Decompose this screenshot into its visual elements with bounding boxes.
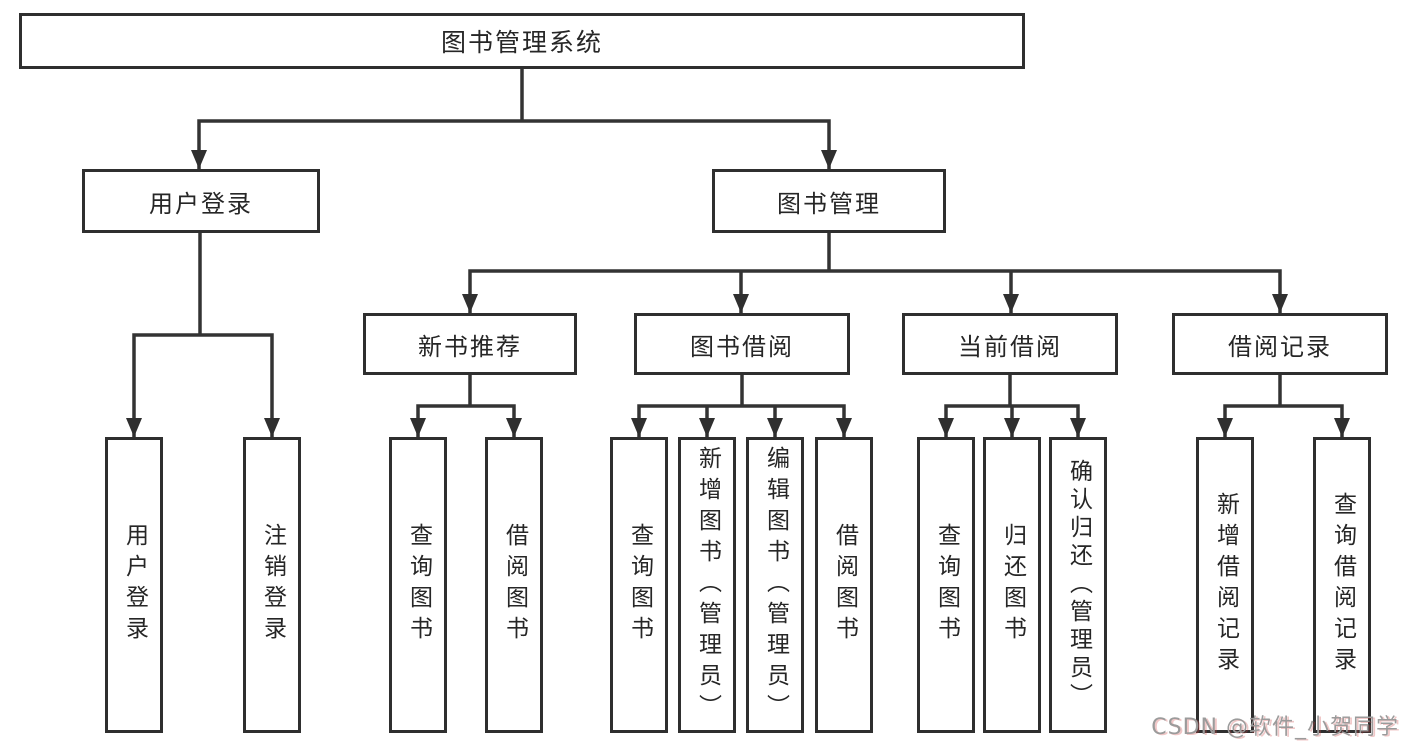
connector-borrow-records-children	[1223, 375, 1344, 437]
leaf-borrow-books-recommend: 借阅图书	[485, 437, 543, 733]
connector-book-mgmt-children	[468, 233, 1282, 313]
csdn-watermark: CSDN @软件_小贺同学	[1151, 715, 1399, 740]
node-label: 借阅图书	[831, 523, 858, 647]
node-label: 新增图书（管理员）	[694, 445, 721, 725]
leaf-edit-books-admin: 编辑图书（管理员）	[746, 437, 804, 733]
node-current-borrowing: 当前借阅	[902, 313, 1118, 375]
node-label: 确认归还（管理员）	[1065, 459, 1092, 711]
arrowhead	[410, 418, 426, 437]
leaf-user-login: 用户登录	[105, 437, 163, 733]
node-label: 借阅记录	[1228, 332, 1332, 361]
leaf-query-books-current: 查询图书	[917, 437, 975, 733]
arrowhead	[1334, 418, 1350, 437]
arrowhead	[1272, 294, 1288, 313]
arrowheads	[126, 150, 1350, 437]
node-library-management-system: 图书管理系统	[19, 13, 1025, 69]
arrowhead	[1217, 418, 1233, 437]
leaf-query-books-borrow: 查询图书	[610, 437, 668, 733]
leaf-add-books-admin: 新增图书（管理员）	[678, 437, 736, 733]
node-new-book-recommendation: 新书推荐	[363, 313, 577, 375]
arrowhead	[767, 418, 783, 437]
node-label: 编辑图书（管理员）	[762, 445, 789, 725]
leaf-query-borrow-record: 查询借阅记录	[1313, 437, 1371, 733]
arrowhead	[821, 150, 837, 169]
node-label: 图书借阅	[690, 332, 794, 361]
node-label: 图书管理系统	[440, 28, 603, 57]
arrowhead	[126, 418, 142, 437]
arrowhead	[264, 418, 280, 437]
leaf-borrow-books: 借阅图书	[815, 437, 873, 733]
node-label: 用户登录	[149, 189, 253, 218]
connector-user-login-children	[132, 233, 274, 437]
connector-book-borrow-children	[637, 375, 846, 437]
leaf-confirm-return-admin: 确认归还（管理员）	[1049, 437, 1107, 733]
arrowhead	[631, 418, 647, 437]
connector-paths	[132, 69, 1344, 437]
leaf-logout: 注销登录	[243, 437, 301, 733]
node-label: 用户登录	[121, 523, 148, 647]
node-user-login: 用户登录	[82, 169, 320, 233]
node-borrowing-records: 借阅记录	[1172, 313, 1388, 375]
node-book-management: 图书管理	[712, 169, 946, 233]
arrowhead	[506, 418, 522, 437]
node-label: 查询图书	[405, 523, 432, 647]
arrowhead	[733, 294, 749, 313]
arrowhead	[1070, 418, 1086, 437]
node-label: 当前借阅	[958, 332, 1062, 361]
leaf-add-borrow-record: 新增借阅记录	[1196, 437, 1254, 733]
node-label: 查询借阅记录	[1329, 492, 1356, 678]
leaf-query-books-recommend: 查询图书	[389, 437, 447, 733]
leaf-return-books: 归还图书	[983, 437, 1041, 733]
node-label: 查询图书	[626, 523, 653, 647]
connector-new-book-children	[416, 375, 516, 437]
connector-root-to-level2	[197, 69, 831, 169]
arrowhead	[191, 150, 207, 169]
node-label: 归还图书	[999, 523, 1026, 647]
arrowhead	[1004, 418, 1020, 437]
node-label: 注销登录	[259, 523, 286, 647]
node-label: 新书推荐	[418, 332, 522, 361]
node-label: 查询图书	[933, 523, 960, 647]
node-label: 新增借阅记录	[1212, 492, 1239, 678]
node-book-borrowing: 图书借阅	[634, 313, 850, 375]
node-label: 借阅图书	[501, 523, 528, 647]
arrowhead	[699, 418, 715, 437]
arrowhead	[836, 418, 852, 437]
arrowhead	[938, 418, 954, 437]
arrowhead	[462, 294, 478, 313]
arrowhead	[1003, 294, 1019, 313]
node-label: 图书管理	[777, 189, 881, 218]
